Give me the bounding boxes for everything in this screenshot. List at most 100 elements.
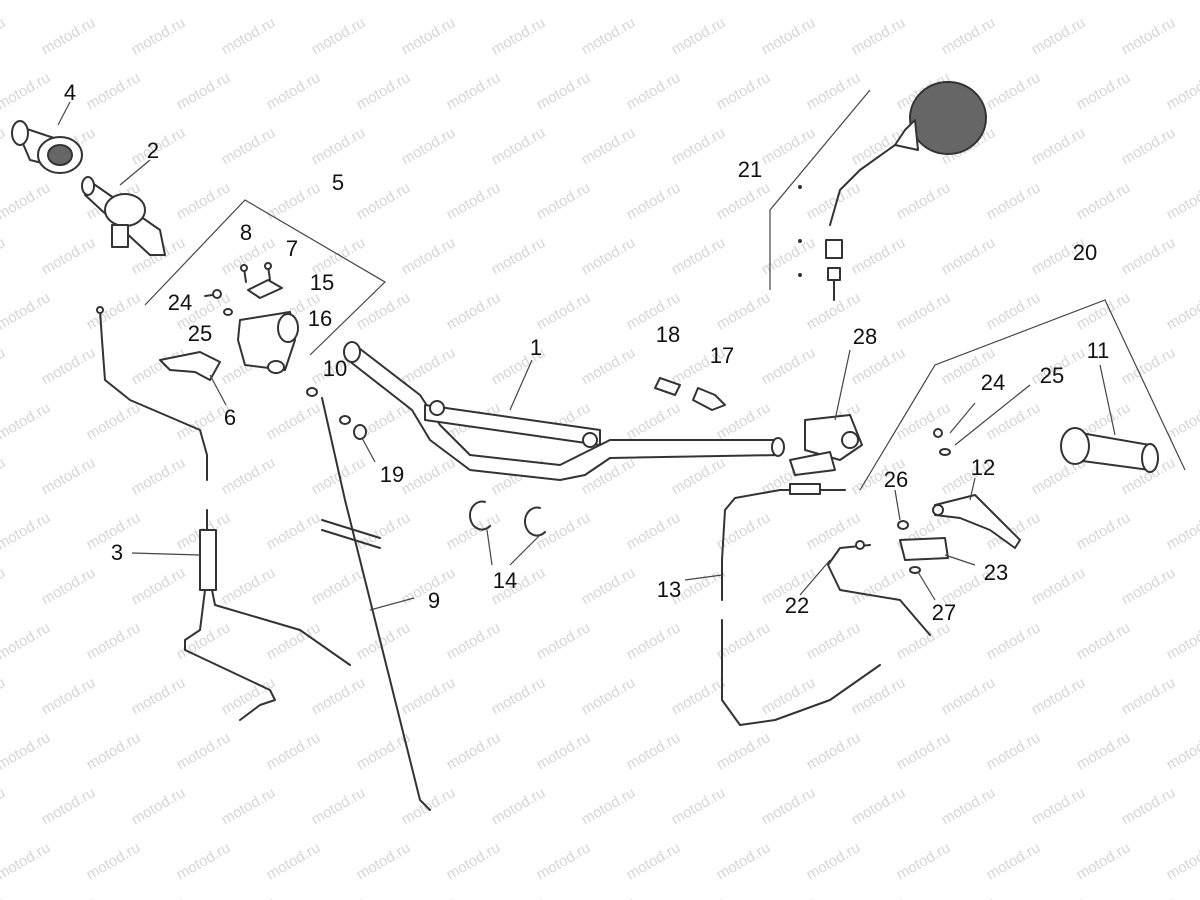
handlebar-part (343, 341, 785, 481)
watermark-text: motod.ru (354, 0, 414, 3)
watermark-text: motod.ru (1119, 894, 1179, 900)
callout-25-right: 25 (1040, 363, 1064, 388)
callout-24-right: 24 (981, 370, 1005, 395)
watermark-text: motod.ru (669, 784, 729, 828)
watermark-text: motod.ru (219, 784, 279, 828)
clutch-cable-part (321, 397, 431, 811)
watermark-text: motod.ru (804, 839, 864, 883)
watermark-text: motod.ru (1119, 344, 1179, 388)
watermark-text: motod.ru (0, 14, 8, 58)
watermark-text: motod.ru (84, 289, 144, 333)
callout-22: 22 (785, 593, 809, 618)
watermark-text: motod.ru (39, 454, 99, 498)
watermark-text: motod.ru (39, 784, 99, 828)
watermark-text: motod.ru (84, 0, 144, 3)
callout-18: 18 (656, 322, 680, 347)
watermark-text: motod.ru (174, 839, 234, 883)
watermark-text: motod.ru (174, 729, 234, 773)
watermark-text: motod.ru (849, 894, 909, 900)
watermark-text: motod.ru (1119, 14, 1179, 58)
watermark-text: motod.ru (129, 674, 189, 718)
watermark-text: motod.ru (489, 784, 549, 828)
callout-16: 16 (308, 306, 332, 331)
watermark-text: motod.ru (804, 0, 864, 3)
watermark-text: motod.ru (399, 344, 459, 388)
watermark-text: motod.ru (894, 179, 954, 223)
cable-adjuster-parts (306, 387, 367, 440)
watermark-text: motod.ru (1164, 509, 1200, 553)
callout-13: 13 (657, 577, 681, 602)
right-lever-bolt-parts (933, 428, 951, 456)
callout-23: 23 (984, 560, 1008, 585)
callout-27: 27 (932, 600, 956, 625)
watermark-text: motod.ru (1029, 14, 1089, 58)
watermark-text: motod.ru (1029, 674, 1089, 718)
watermark-text: motod.ru (84, 69, 144, 113)
callout-28: 28 (853, 324, 877, 349)
watermark-text: motod.ru (489, 124, 549, 168)
watermark-text: motod.ru (714, 0, 774, 3)
watermark-text: motod.ru (264, 399, 324, 443)
front-brake-group-bracket (144, 199, 386, 356)
watermark-text: motod.ru (714, 839, 774, 883)
watermark-text: motod.ru (669, 454, 729, 498)
right-grip-part (1060, 427, 1159, 473)
watermark-text: motod.ru (399, 674, 459, 718)
watermark-text: motod.ru (534, 0, 594, 3)
callout-20: 20 (1073, 240, 1097, 265)
watermark-text: motod.ru (1074, 509, 1134, 553)
watermark-text: motod.ru (0, 289, 53, 333)
watermark-text: motod.ru (1164, 179, 1200, 223)
watermark-text: motod.ru (1119, 784, 1179, 828)
watermark-text: motod.ru (579, 894, 639, 900)
watermark-text: motod.ru (0, 179, 53, 223)
watermark-text: motod.ru (264, 69, 324, 113)
watermark-text: motod.ru (174, 69, 234, 113)
clutch-lever-part (932, 494, 1021, 549)
watermark-text: motod.ru (0, 564, 8, 608)
watermark-text: motod.ru (759, 124, 819, 168)
watermark-text: motod.ru (174, 619, 234, 663)
watermark-text: motod.ru (849, 784, 909, 828)
watermark-text: motod.ru (579, 564, 639, 608)
watermark-text: motod.ru (399, 234, 459, 278)
watermark-text: motod.ru (534, 729, 594, 773)
watermark-text: motod.ru (534, 839, 594, 883)
watermark-text: motod.ru (309, 564, 369, 608)
watermark-text: motod.ru (894, 399, 954, 443)
watermark-text: motod.ru (129, 784, 189, 828)
watermark-text: motod.ru (354, 179, 414, 223)
watermark-text: motod.ru (84, 619, 144, 663)
watermark-text: motod.ru (624, 509, 684, 553)
watermark-text: motod.ru (444, 289, 504, 333)
watermark-text: motod.ru (0, 234, 8, 278)
watermark-text: motod.ru (669, 234, 729, 278)
brake-master-cylinder-parts (159, 262, 299, 381)
watermark-text: motod.ru (0, 674, 8, 718)
watermark-text: motod.ru (894, 839, 954, 883)
watermark-text: motod.ru (624, 839, 684, 883)
watermark-text: motod.ru (804, 619, 864, 663)
watermark-text: motod.ru (939, 784, 999, 828)
watermark-text: motod.ru (1074, 619, 1134, 663)
watermark-text: motod.ru (399, 14, 459, 58)
watermark-text: motod.ru (759, 784, 819, 828)
watermark-text: motod.ru (624, 0, 684, 3)
watermark-text: motod.ru (1029, 894, 1089, 900)
watermark-text: motod.ru (264, 0, 324, 3)
watermark-text: motod.ru (624, 179, 684, 223)
callout-2: 2 (147, 138, 159, 163)
watermark-text: motod.ru (1164, 619, 1200, 663)
watermark-text: motod.ru (129, 14, 189, 58)
watermark-text: motod.ru (0, 839, 53, 883)
watermark-text: motod.ru (39, 344, 99, 388)
watermark-text: motod.ru (579, 14, 639, 58)
watermark-text: motod.ru (39, 674, 99, 718)
watermark-text: motod.ru (1164, 289, 1200, 333)
watermark-text: motod.ru (579, 674, 639, 718)
watermark-text: motod.ru (759, 344, 819, 388)
watermark-text: motod.ru (669, 674, 729, 718)
watermark-text: motod.ru (939, 234, 999, 278)
watermark-text: motod.ru (534, 619, 594, 663)
